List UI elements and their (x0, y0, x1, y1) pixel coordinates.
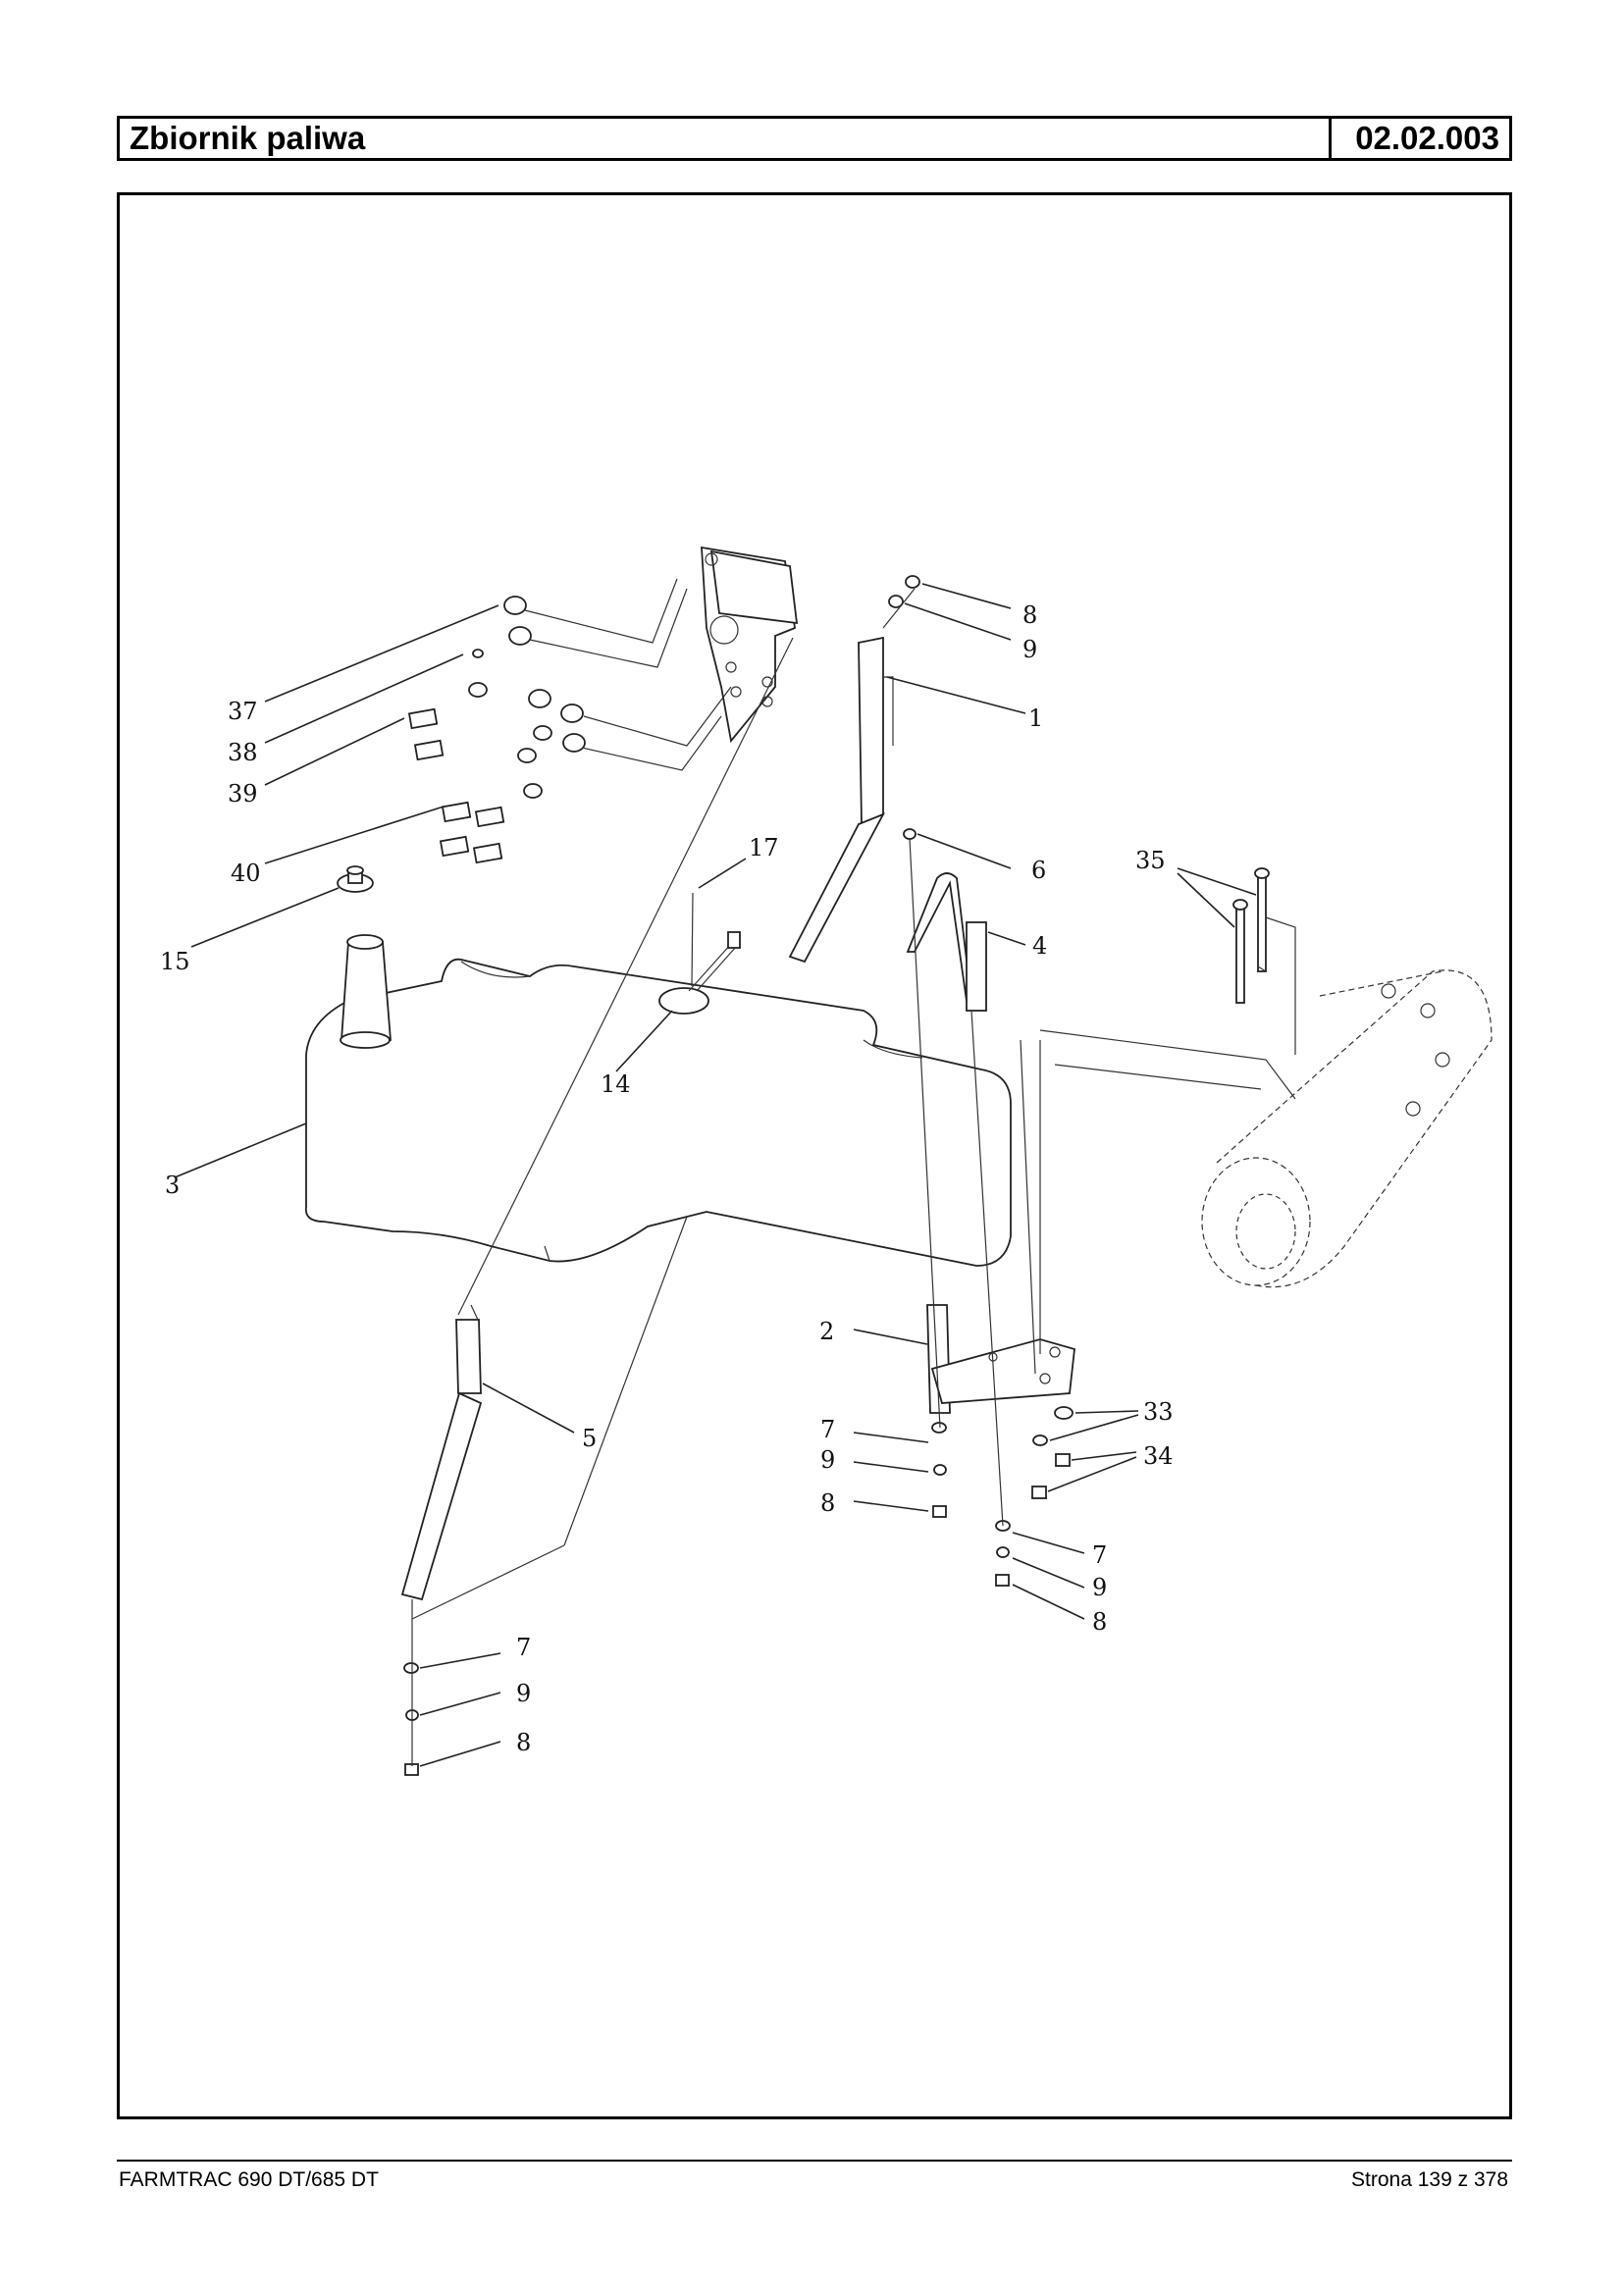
callout-35: 35 (1135, 847, 1166, 874)
callout-6: 6 (1031, 857, 1046, 884)
tank-strap-1 (788, 636, 894, 964)
footer-model: FARMTRAC 690 DT/685 DT (119, 2168, 379, 2191)
callout-1: 1 (1028, 704, 1043, 732)
callout-39: 39 (228, 780, 258, 808)
strap-5 (400, 1304, 483, 1601)
footer-page-number: Strona 139 z 378 (1351, 2168, 1508, 2191)
callout-38: 38 (228, 739, 258, 766)
callout-9: 9 (1022, 636, 1037, 663)
callout-14: 14 (601, 1070, 631, 1098)
bracket-2 (926, 1304, 1075, 1414)
callout-4: 4 (1032, 932, 1047, 960)
u-bolts-35 (1232, 867, 1270, 1004)
callout-9: 9 (820, 1446, 835, 1474)
callout-40: 40 (231, 860, 261, 887)
header-bar: Zbiornik paliwa 02.02.003 (117, 116, 1512, 161)
callout-3: 3 (165, 1172, 180, 1199)
callout-labels: 8 9 1 37 38 39 40 17 6 35 15 4 14 3 2 33… (160, 601, 1174, 1756)
leader-lines (174, 583, 1257, 1767)
header-divider (1329, 119, 1332, 158)
fuel-sender (658, 892, 741, 1015)
callout-7: 7 (1092, 1541, 1107, 1569)
filler-cap (337, 865, 374, 893)
callout-8: 8 (1022, 601, 1037, 629)
callout-8: 8 (1092, 1608, 1107, 1636)
assembly-lines (411, 578, 1296, 1766)
axle-housing (1201, 969, 1493, 1288)
callout-37: 37 (228, 698, 258, 725)
tank-strap-4 (906, 872, 987, 1012)
callout-17: 17 (749, 834, 779, 861)
mounting-bracket (701, 546, 799, 744)
callout-34: 34 (1143, 1442, 1174, 1470)
bolt-washer-set (407, 596, 586, 864)
section-code: 02.02.003 (1355, 120, 1499, 156)
footer-rule (117, 2160, 1512, 2162)
callout-8: 8 (820, 1489, 835, 1517)
page-title: Zbiornik paliwa (130, 120, 366, 156)
callout-33: 33 (1143, 1398, 1174, 1426)
callout-8: 8 (516, 1729, 531, 1756)
callout-5: 5 (582, 1425, 597, 1452)
callout-2: 2 (819, 1318, 834, 1345)
diagram-frame: 8 9 1 37 38 39 40 17 6 35 15 4 14 3 2 33… (117, 192, 1512, 2119)
callout-7: 7 (820, 1416, 835, 1443)
callout-7: 7 (516, 1634, 531, 1661)
callout-9: 9 (516, 1680, 531, 1707)
fuel-tank (304, 934, 1012, 1267)
callout-15: 15 (160, 948, 190, 975)
callout-9: 9 (1092, 1574, 1107, 1601)
